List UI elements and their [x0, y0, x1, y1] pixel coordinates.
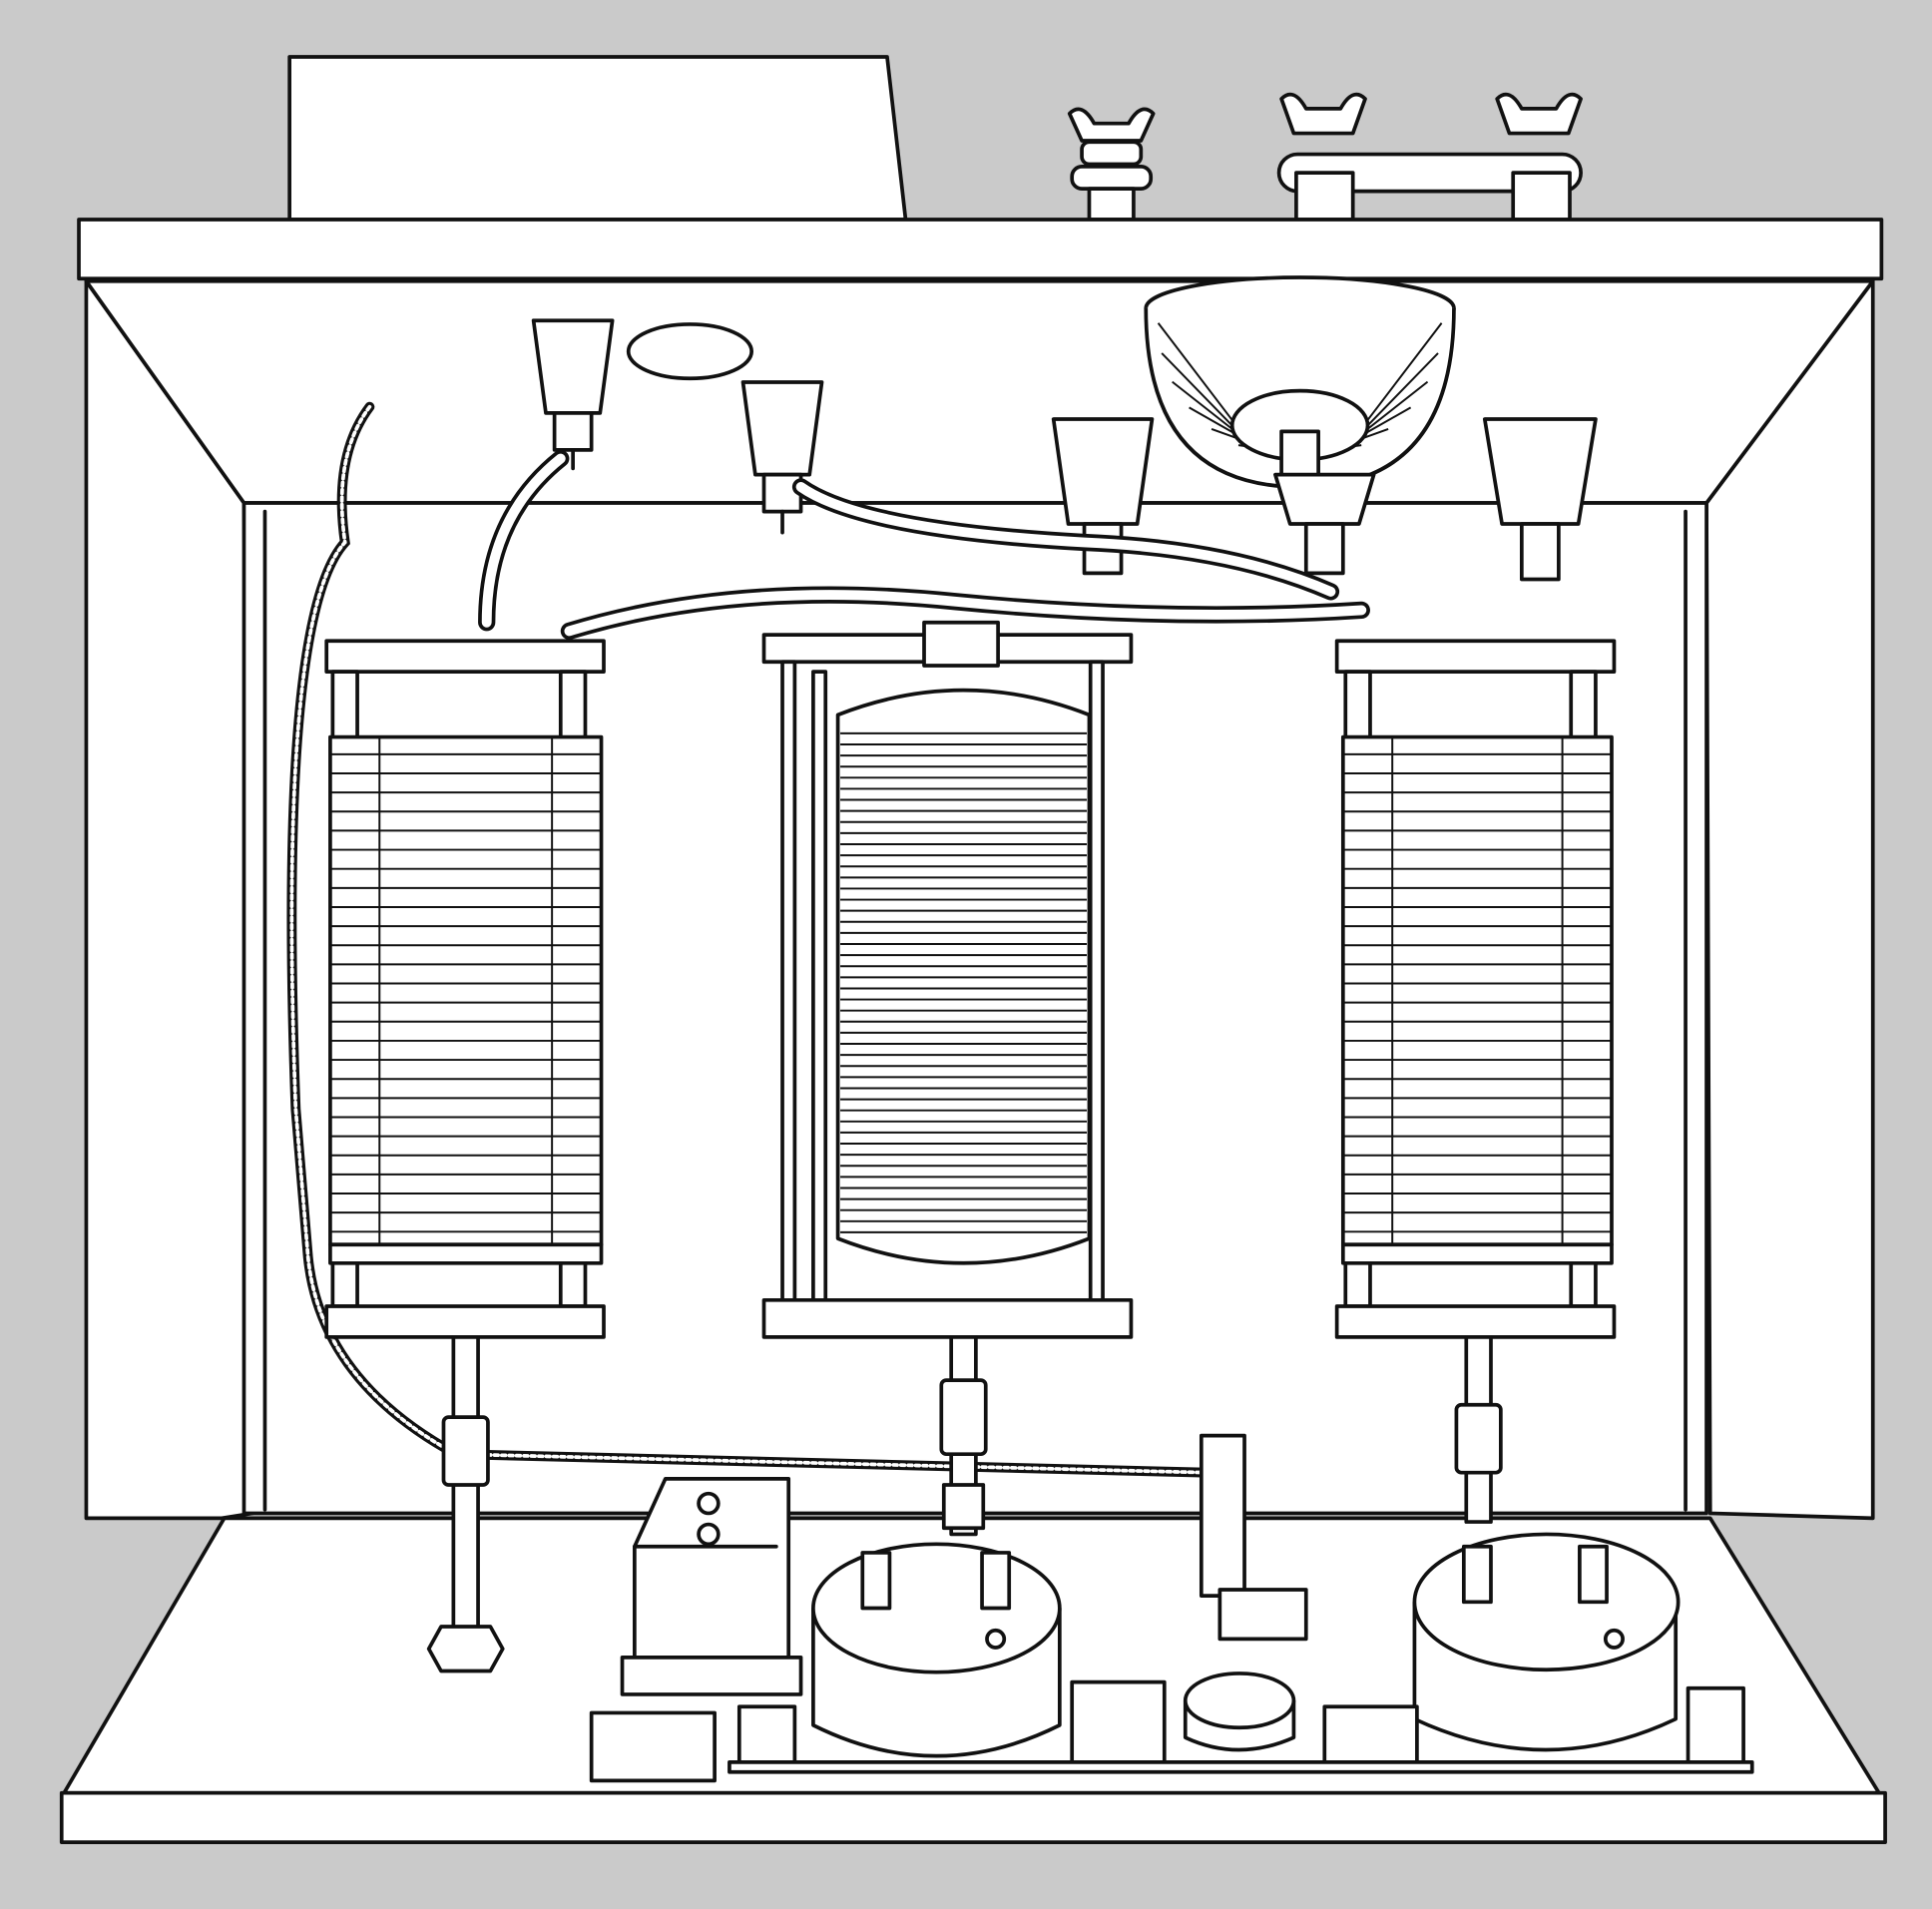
terminal-wing-nut-1 [1067, 107, 1156, 222]
insulator-4 [1273, 472, 1376, 576]
panel-hole [626, 322, 754, 381]
ceiling-panel [84, 278, 1875, 505]
center-inductor [761, 620, 1134, 1537]
coil-winding [1361, 352, 1439, 432]
relay-box [620, 1477, 803, 1696]
terminal-block [589, 1710, 717, 1783]
coil-winding [1161, 352, 1239, 432]
front-panel-edge [59, 1790, 1887, 1844]
coil-winding [1157, 322, 1237, 426]
meter-left [811, 1542, 1062, 1758]
mounting-brackets [727, 1679, 1754, 1774]
top-cover-box [287, 55, 908, 222]
terminal-strap-link [1276, 92, 1583, 222]
potentiometer [1183, 1433, 1308, 1752]
left-roller-coil [324, 639, 606, 1673]
meter-right [1412, 1532, 1681, 1752]
coil-winding [1362, 322, 1443, 426]
right-roller-coil [1334, 639, 1617, 1524]
insulator-5 [1482, 417, 1598, 582]
top-panel [77, 218, 1884, 281]
insulator-1 [531, 318, 615, 471]
